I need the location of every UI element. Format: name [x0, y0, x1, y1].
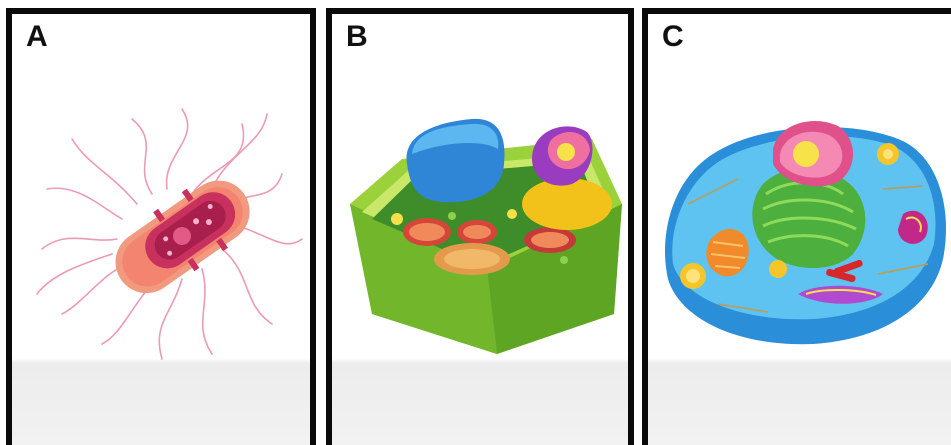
panel-c: C: [642, 8, 951, 445]
vacuole: [407, 119, 505, 202]
panel-b: B: [326, 8, 634, 445]
bacterium-body: [100, 163, 264, 308]
bacterial-cell-illustration: [12, 14, 310, 445]
plant-cell-illustration: [332, 14, 628, 445]
panel-a: A: [6, 8, 316, 445]
animal-cell-illustration: [648, 14, 951, 445]
